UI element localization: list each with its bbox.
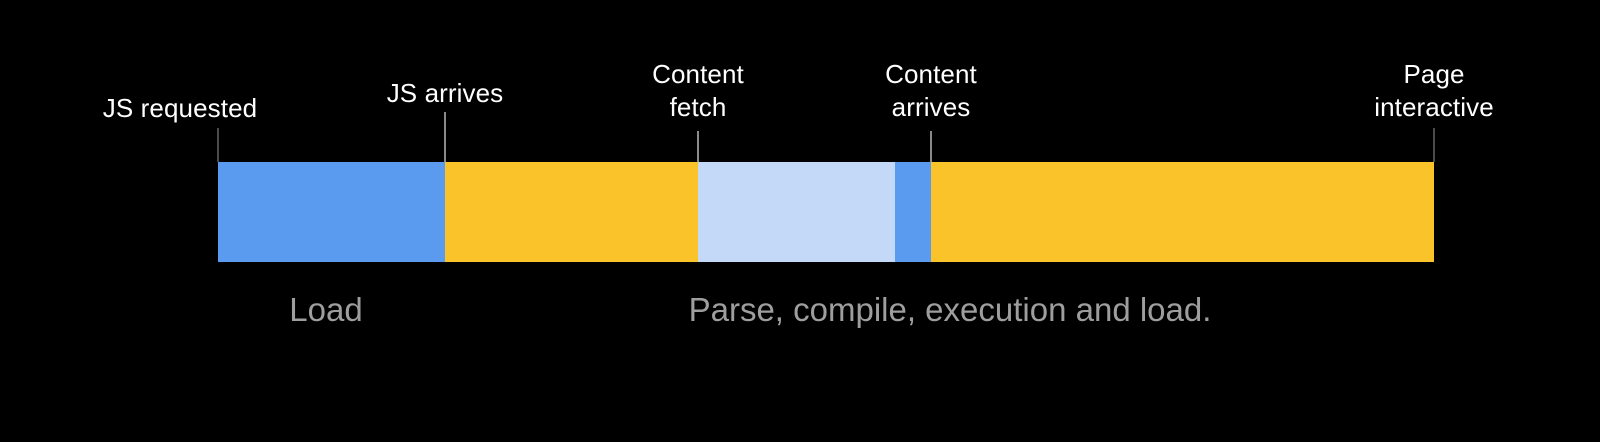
- marker-label-js-arrives: JS arrives: [386, 78, 504, 108]
- tick-line-js-requested: [217, 128, 219, 162]
- bar-segment-content-fetch-wait: [698, 162, 895, 262]
- phase-caption-load: Load: [289, 291, 363, 328]
- marker-label-content-fetch: Content fetch: [652, 59, 744, 122]
- marker-label-content-arrives: Content arrives: [885, 59, 977, 122]
- bar-segment-content-download: [895, 162, 931, 262]
- phase-caption-parse: Parse, compile, execution and load.: [688, 291, 1212, 328]
- bar-segment-post-content-work: [931, 162, 1434, 262]
- tick-line-js-arrives: [444, 112, 446, 162]
- marker-label-page-interactive: Page interactive: [1374, 59, 1494, 122]
- bar-segment-load-js: [218, 162, 445, 262]
- timeline-bar: [218, 162, 1434, 262]
- tick-line-content-fetch: [697, 131, 699, 162]
- tick-line-content-arrives: [930, 131, 932, 162]
- tick-line-page-interactive: [1433, 128, 1435, 162]
- marker-label-js-requested: JS requested: [102, 93, 258, 123]
- bar-segment-parse-compile-exec: [445, 162, 698, 262]
